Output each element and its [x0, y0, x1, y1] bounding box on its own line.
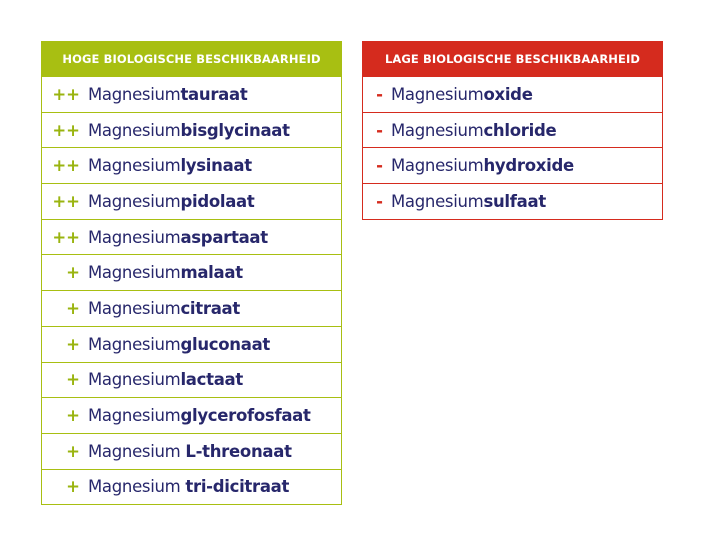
compound-suffix: pidolaat	[180, 191, 255, 211]
plus-marker: ++	[52, 156, 80, 176]
compound-suffix: citraat	[180, 298, 240, 318]
compound-prefix: Magnesium	[88, 156, 181, 176]
compound-suffix: lactaat	[180, 370, 243, 390]
low-bioavailability-table: LAGE BIOLOGISCHE BESCHIKBAARHEID -Magnes…	[362, 41, 663, 220]
plus-marker: ++	[52, 191, 80, 211]
compound-suffix: tri-dicitraat	[185, 477, 290, 497]
compound-suffix: chloride	[483, 120, 557, 140]
table-row: + Magnesium L-threonaat	[42, 432, 341, 469]
compound-suffix: L-threonaat	[185, 441, 292, 461]
plus-marker: +	[66, 477, 80, 497]
compound-suffix: hydroxide	[483, 156, 574, 176]
compound-prefix: Magnesium	[391, 191, 484, 211]
compound-prefix: Magnesium	[88, 191, 181, 211]
compound-prefix: Magnesium	[88, 84, 181, 104]
high-bioavailability-table: HOGE BIOLOGISCHE BESCHIKBAARHEID ++Magne…	[41, 41, 342, 506]
compound-prefix: Magnesium	[88, 227, 181, 247]
plus-marker: ++	[52, 84, 80, 104]
compound-suffix: sulfaat	[483, 191, 546, 211]
compound-suffix: tauraat	[180, 84, 248, 104]
compound-suffix: oxide	[483, 84, 533, 104]
compound-prefix: Magnesium	[88, 441, 186, 461]
minus-marker: -	[376, 84, 383, 104]
compound-suffix: bisglycinaat	[180, 120, 290, 140]
plus-marker: +	[66, 263, 80, 283]
compound-suffix: malaat	[180, 263, 243, 283]
table-row: + Magnesium tri-dicitraat	[42, 468, 341, 505]
compound-suffix: lysinaat	[180, 156, 252, 176]
compound-prefix: Magnesium	[88, 263, 181, 283]
compound-prefix: Magnesium	[391, 156, 484, 176]
compound-suffix: gluconaat	[180, 334, 270, 354]
compound-prefix: Magnesium	[88, 298, 181, 318]
plus-marker: ++	[52, 227, 80, 247]
high-table-header: HOGE BIOLOGISCHE BESCHIKBAARHEID	[42, 42, 341, 76]
compound-prefix: Magnesium	[88, 120, 181, 140]
plus-marker: +	[66, 298, 80, 318]
compound-prefix: Magnesium	[88, 406, 181, 426]
plus-marker: +	[66, 441, 80, 461]
compound-prefix: Magnesium	[88, 477, 186, 497]
minus-marker: -	[376, 156, 383, 176]
minus-marker: -	[376, 191, 383, 211]
plus-marker: +	[66, 406, 80, 426]
plus-marker: +	[66, 370, 80, 390]
plus-marker: +	[66, 334, 80, 354]
compound-suffix: aspartaat	[180, 227, 268, 247]
minus-marker: -	[376, 120, 383, 140]
plus-marker: ++	[52, 120, 80, 140]
compound-prefix: Magnesium	[88, 334, 181, 354]
compound-prefix: Magnesium	[391, 120, 484, 140]
compound-prefix: Magnesium	[391, 84, 484, 104]
compound-suffix: glycerofosfaat	[180, 406, 311, 426]
low-table-header: LAGE BIOLOGISCHE BESCHIKBAARHEID	[363, 42, 662, 76]
compound-prefix: Magnesium	[88, 370, 181, 390]
